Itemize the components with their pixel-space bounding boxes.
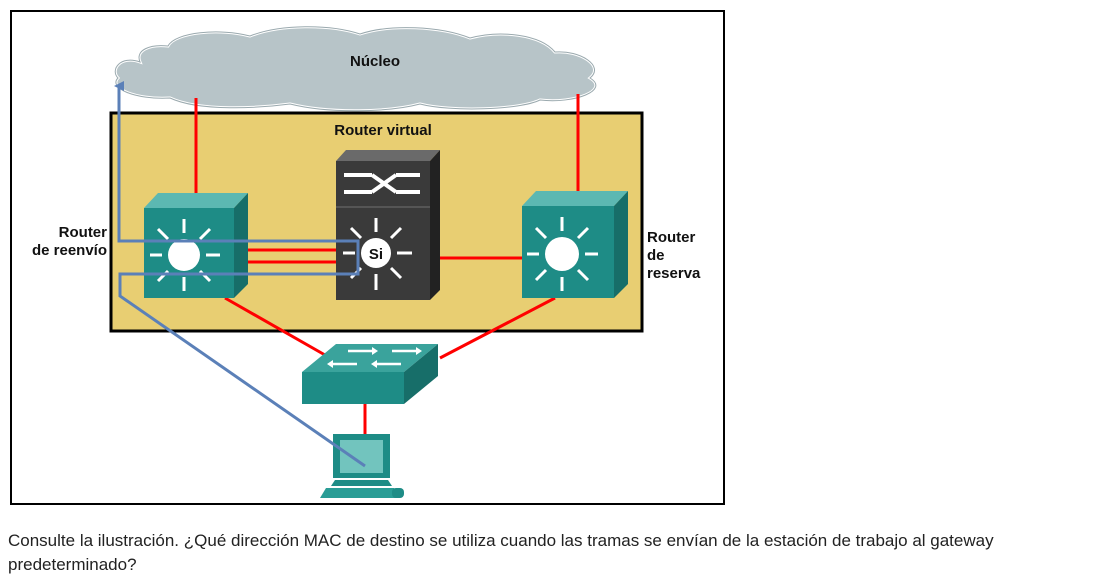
- svg-text:Router: Router: [647, 229, 695, 246]
- virtual-router-device-icon: [336, 150, 440, 300]
- access-switch-icon: [302, 344, 438, 404]
- switch-badge: Si: [369, 246, 383, 263]
- standby-router-label: Router de reserva: [647, 229, 701, 282]
- traffic-path: [114, 81, 366, 468]
- svg-text:Router: Router: [59, 224, 107, 241]
- svg-text:reserva: reserva: [647, 265, 701, 282]
- standby-router-icon: [522, 191, 628, 298]
- network-diagram: Núcleo Router virtual: [10, 10, 725, 505]
- forwarding-router-icon: [144, 193, 248, 298]
- question-text: Consulte la ilustración. ¿Qué dirección …: [8, 531, 994, 574]
- forwarding-router-label: Router de reenvío: [32, 224, 107, 259]
- workstation-icon: [320, 434, 404, 498]
- red-links: [194, 94, 580, 438]
- svg-text:de reenvío: de reenvío: [32, 242, 107, 259]
- core-cloud: [113, 25, 598, 113]
- cloud-label: Núcleo: [350, 53, 400, 70]
- virtual-router-label: Router virtual: [334, 122, 432, 139]
- svg-text:de: de: [647, 247, 665, 264]
